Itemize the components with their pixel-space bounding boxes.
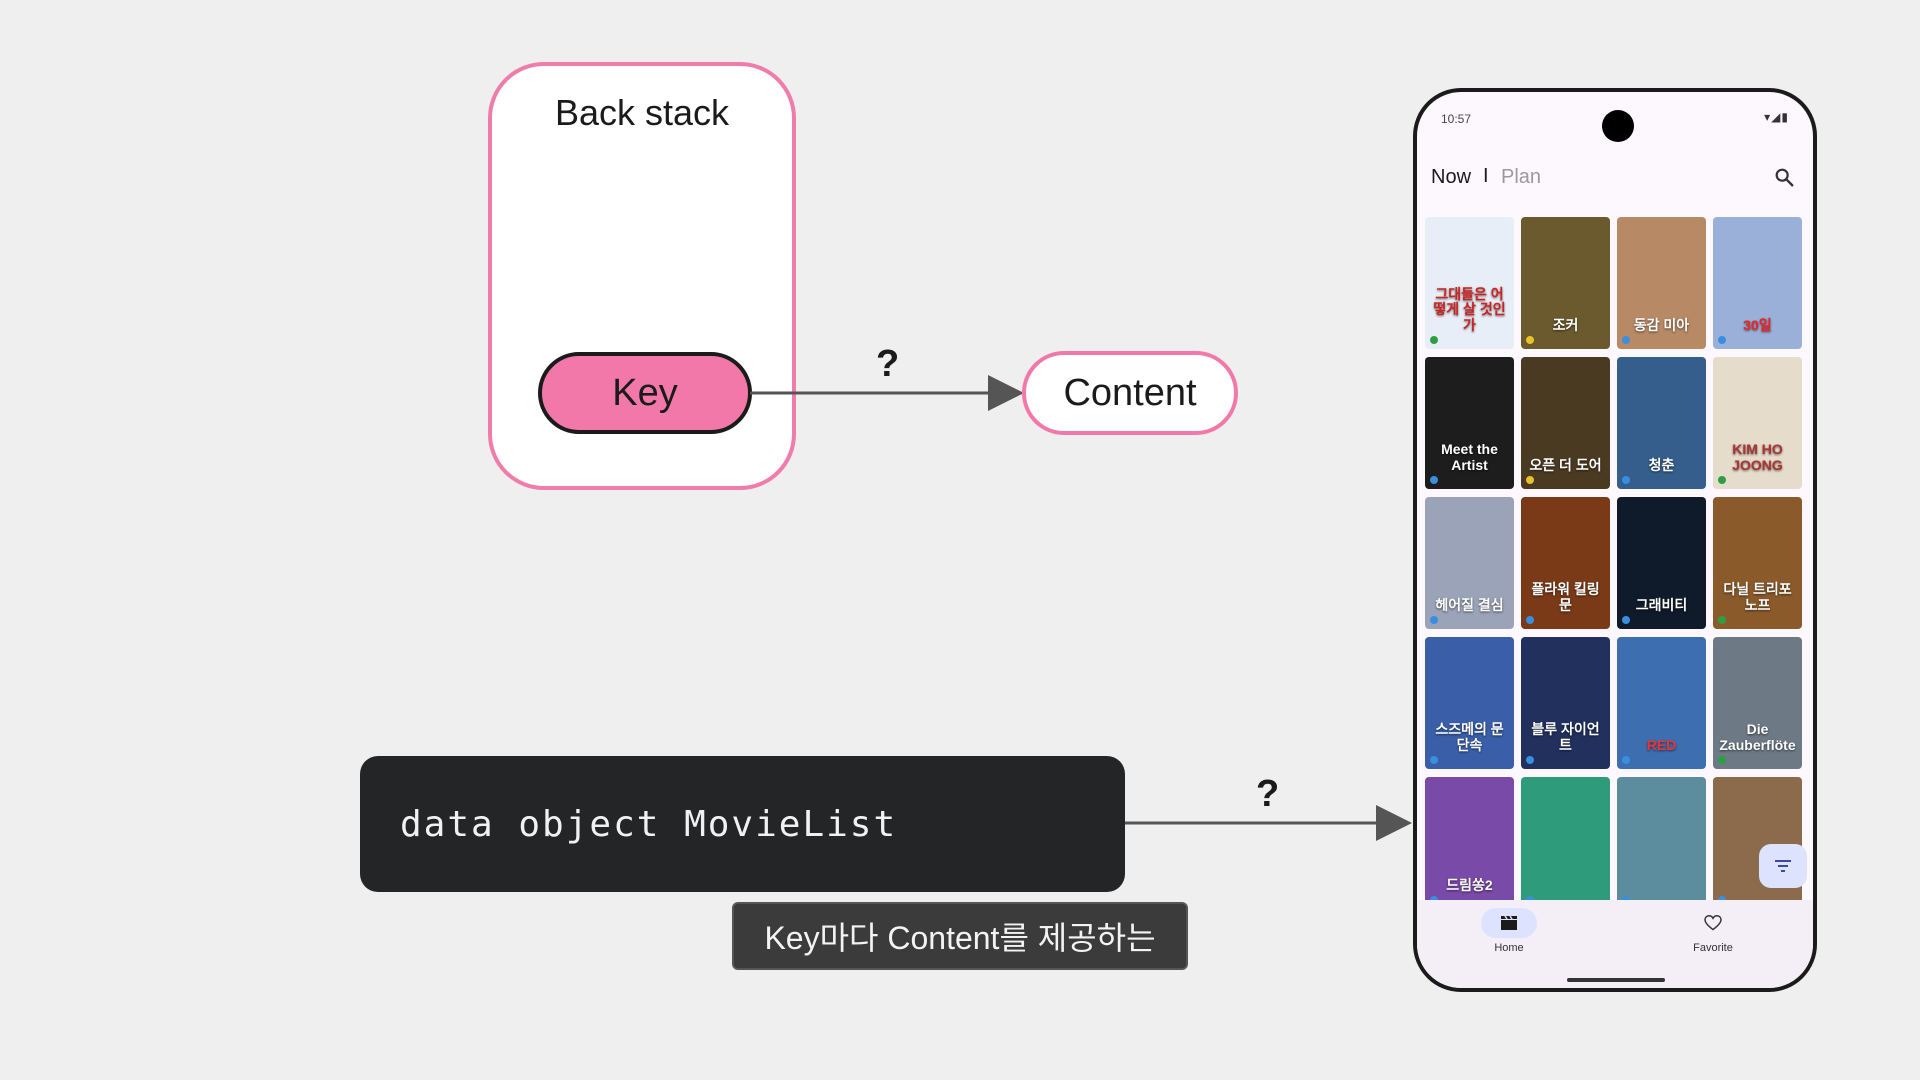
- movie-poster-title: 그래비티: [1635, 596, 1688, 613]
- content-node: Content: [1022, 351, 1238, 435]
- movie-poster[interactable]: [1713, 777, 1802, 909]
- movie-poster-title: 헤어질 결심: [1435, 596, 1504, 613]
- movie-poster[interactable]: 드림쏭2: [1425, 777, 1514, 909]
- movie-poster-title: 다닐 트리포노프: [1723, 581, 1792, 613]
- tab-plan[interactable]: Plan: [1501, 166, 1542, 188]
- nav-favorite-indicator: [1685, 908, 1741, 938]
- code-snippet: data object MovieList: [360, 756, 1125, 892]
- camera-cutout: [1602, 110, 1634, 142]
- rating-dot: [1526, 616, 1534, 624]
- back-stack-title: Back stack: [554, 92, 730, 133]
- movie-poster-title: Die Zauberflöte: [1719, 721, 1796, 753]
- rating-dot: [1430, 756, 1438, 764]
- movie-poster-title: 드림쏭2: [1446, 876, 1493, 893]
- movie-poster[interactable]: RED: [1617, 637, 1706, 769]
- nav-home[interactable]: Home: [1459, 908, 1559, 954]
- nav-favorite-label: Favorite: [1693, 942, 1733, 954]
- filter-icon: [1775, 860, 1791, 872]
- rating-dot: [1622, 756, 1630, 764]
- movie-poster-title: KIM HO JOONG: [1732, 441, 1783, 473]
- rating-dot: [1430, 616, 1438, 624]
- movie-poster[interactable]: KIM HO JOONG: [1713, 357, 1802, 489]
- nav-home-label: Home: [1494, 942, 1524, 954]
- movie-poster[interactable]: 플라워 킬링 문: [1521, 497, 1610, 629]
- rating-dot: [1718, 336, 1726, 344]
- movie-poster-title: Meet the Artist: [1441, 441, 1498, 473]
- rating-dot: [1718, 616, 1726, 624]
- movie-poster[interactable]: 다닐 트리포노프: [1713, 497, 1802, 629]
- home-indicator: [1567, 978, 1665, 982]
- bottom-navigation: Home Favorite: [1417, 900, 1813, 988]
- rating-dot: [1718, 756, 1726, 764]
- status-time: 10:57: [1441, 112, 1472, 126]
- rating-dot: [1430, 336, 1438, 344]
- nav-favorite[interactable]: Favorite: [1663, 908, 1763, 954]
- tab-now[interactable]: Now: [1431, 166, 1472, 188]
- movie-poster-title: 동감 미아: [1633, 316, 1690, 333]
- movie-poster[interactable]: 헤어질 결심: [1425, 497, 1514, 629]
- movie-poster[interactable]: 30일: [1713, 217, 1802, 349]
- movie-poster-title: 플라워 킬링 문: [1531, 581, 1600, 613]
- question-mark-top: ?: [876, 343, 900, 385]
- status-icons: ▾◢▮: [1764, 110, 1789, 124]
- movie-poster[interactable]: 청춘: [1617, 357, 1706, 489]
- movie-poster-title: 블루 자이언트: [1531, 721, 1600, 753]
- movie-poster-title: 오픈 더 도어: [1529, 456, 1602, 473]
- movie-poster[interactable]: 그대들은 어떻게 살 것인가: [1425, 217, 1514, 349]
- movie-poster-title: 청춘: [1648, 456, 1675, 473]
- tab-separator: I: [1483, 165, 1489, 187]
- search-icon[interactable]: [1773, 166, 1795, 188]
- movie-poster-title: 30일: [1743, 316, 1772, 333]
- filter-button[interactable]: [1759, 844, 1807, 888]
- key-node: Key: [538, 352, 752, 434]
- question-mark-bottom: ?: [1256, 773, 1280, 815]
- heart-icon: [1704, 915, 1722, 931]
- rating-dot: [1622, 336, 1630, 344]
- rating-dot: [1526, 336, 1534, 344]
- caption-label: Key마다 Content를 제공하는: [732, 902, 1188, 970]
- rating-dot: [1430, 476, 1438, 484]
- movie-poster[interactable]: 동감 미아: [1617, 217, 1706, 349]
- movie-poster[interactable]: Meet the Artist: [1425, 357, 1514, 489]
- rating-dot: [1718, 476, 1726, 484]
- movie-poster[interactable]: 블루 자이언트: [1521, 637, 1610, 769]
- movie-clapper-icon: [1501, 915, 1517, 930]
- movie-poster[interactable]: 그래비티: [1617, 497, 1706, 629]
- rating-dot: [1526, 476, 1534, 484]
- back-stack-panel: Back stack Key: [488, 62, 796, 490]
- movie-poster-title: 조커: [1552, 316, 1579, 333]
- movie-poster[interactable]: [1617, 777, 1706, 909]
- rating-dot: [1526, 756, 1534, 764]
- movie-poster[interactable]: 오픈 더 도어: [1521, 357, 1610, 489]
- nav-home-indicator: [1481, 908, 1537, 938]
- movie-poster[interactable]: 조커: [1521, 217, 1610, 349]
- movie-poster-title: 그대들은 어떻게 살 것인가: [1433, 285, 1506, 333]
- movie-poster[interactable]: Die Zauberflöte: [1713, 637, 1802, 769]
- movie-poster-title: 스즈메의 문단속: [1435, 721, 1504, 753]
- rating-dot: [1622, 616, 1630, 624]
- movie-poster-title: RED: [1646, 736, 1677, 753]
- rating-dot: [1622, 476, 1630, 484]
- movie-poster[interactable]: [1521, 777, 1610, 909]
- movie-poster[interactable]: 스즈메의 문단속: [1425, 637, 1514, 769]
